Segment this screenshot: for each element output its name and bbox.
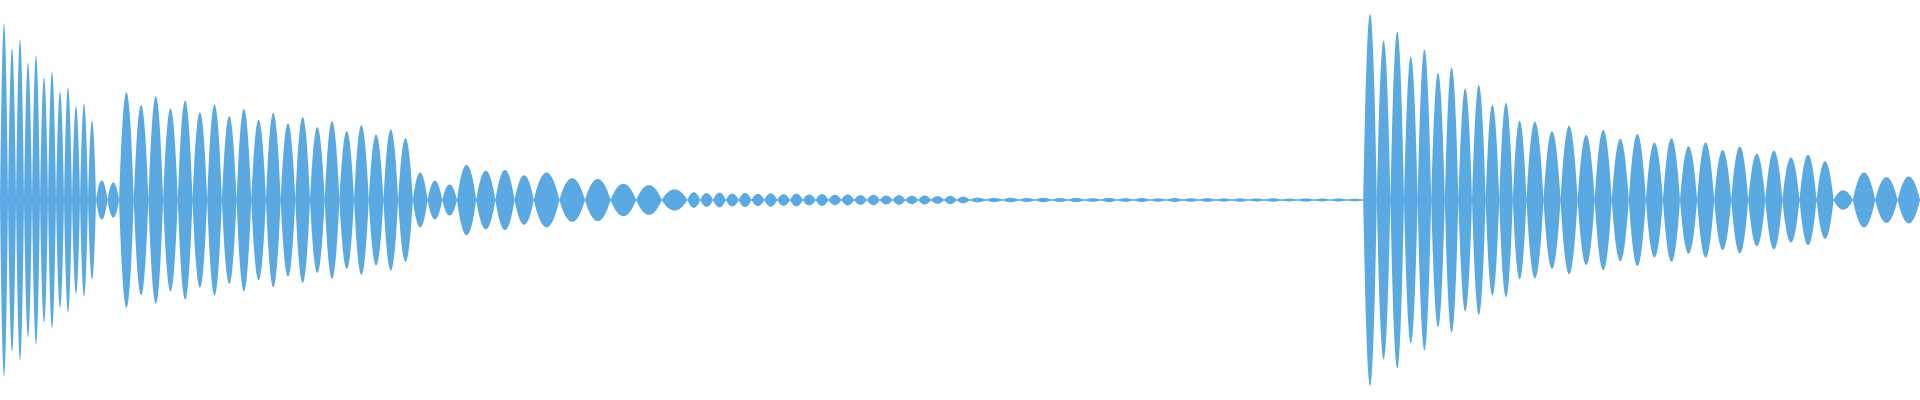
audio-waveform[interactable]	[0, 0, 1920, 400]
audio-waveform-view[interactable]	[0, 0, 1920, 400]
